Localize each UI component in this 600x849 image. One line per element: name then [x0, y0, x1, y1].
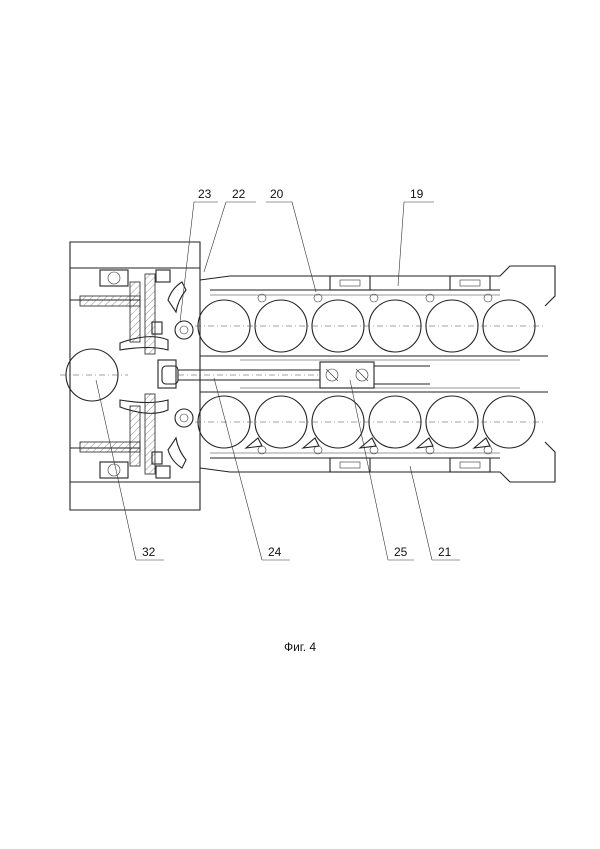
label-22: 22 [232, 187, 246, 201]
label-21: 21 [438, 545, 452, 559]
label-25: 25 [394, 545, 408, 559]
upper-ball-row [195, 299, 545, 353]
label-23: 23 [198, 187, 212, 201]
lower-ball-row [195, 395, 545, 449]
label-32: 32 [142, 545, 156, 559]
label-20: 20 [270, 187, 284, 201]
housing [65, 241, 201, 511]
label-19: 19 [410, 187, 424, 201]
label-24: 24 [268, 545, 282, 559]
leader-lines [95, 201, 460, 561]
pusher-rod [161, 361, 430, 389]
figure-caption: Фиг. 4 [283, 640, 317, 654]
magazine-body [199, 265, 556, 483]
